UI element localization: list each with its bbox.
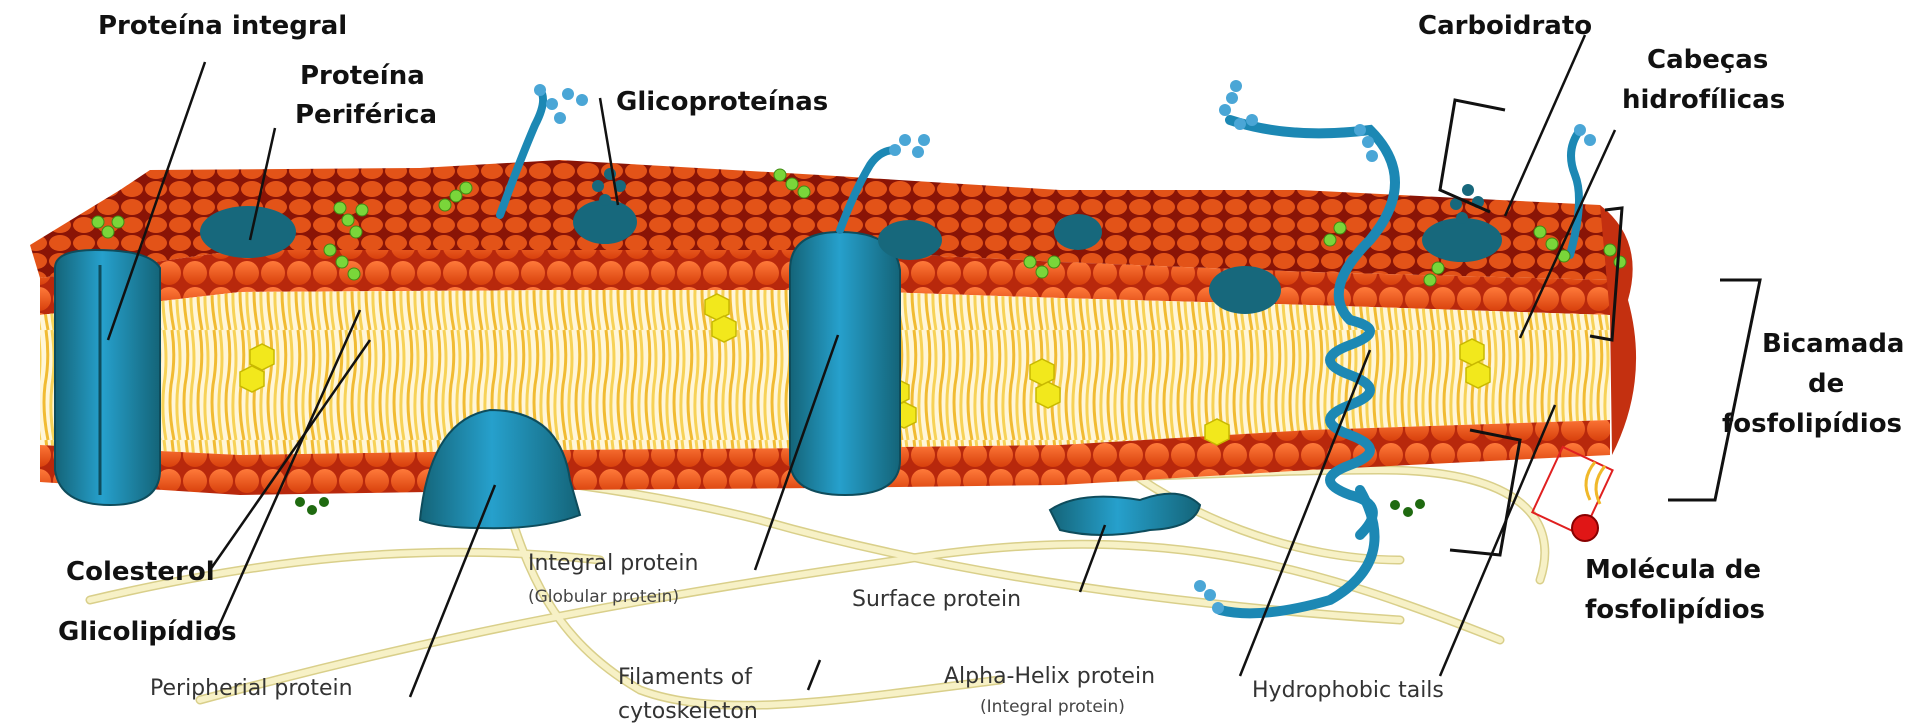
label-molecula-line1: Molécula de: [1585, 555, 1761, 585]
label-surface-protein: Surface protein: [852, 587, 1021, 612]
label-integral-protein: Integral protein: [528, 551, 698, 576]
label-peripherial-protein: Peripherial protein: [150, 676, 353, 701]
label-bicamada-line3: fosfolipídios: [1722, 409, 1902, 439]
label-hydrophobic-tails: Hydrophobic tails: [1252, 678, 1444, 703]
label-bicamada-line1: Bicamada: [1762, 329, 1904, 359]
label-cabecas-line2: hidrofílicas: [1622, 85, 1785, 115]
label-molecula-line2: fosfolipídios: [1585, 595, 1765, 625]
carbohydrate-protein-base: [1422, 218, 1502, 262]
label-carboidrato: Carboidrato: [1418, 11, 1592, 41]
label-glicoproteinas: Glicoproteínas: [616, 87, 828, 117]
label-filaments-line2: cytoskeleton: [618, 699, 758, 724]
glycoprotein-body: [573, 200, 637, 244]
label-cabecas-line1: Cabeças: [1647, 45, 1768, 75]
label-alpha-helix-protein: Alpha-Helix protein: [944, 664, 1155, 689]
phospholipid-head: [1572, 515, 1598, 541]
peripheral-protein-top-left: [200, 206, 296, 258]
label-proteina-periferica-line1: Proteína: [300, 61, 425, 91]
protein-right-top: [1209, 266, 1281, 314]
label-colesterol: Colesterol: [66, 557, 215, 587]
protein-top-surface-blob: [1054, 214, 1102, 250]
label-filaments-line1: Filaments of: [618, 665, 753, 690]
globular-integral-protein: [790, 232, 900, 495]
label-bicamada-line2: de: [1808, 369, 1844, 399]
protein-mid-top: [878, 220, 942, 260]
label-glicolipidios: Glicolipídios: [58, 617, 237, 647]
integral-protein-left: [55, 250, 160, 505]
label-alpha-helix-sub: (Integral protein): [980, 697, 1125, 717]
label-globular-protein: (Globular protein): [528, 587, 679, 607]
surface-protein: [1050, 494, 1200, 535]
label-proteina-integral: Proteína integral: [98, 11, 347, 41]
label-proteina-periferica-line2: Periférica: [295, 100, 437, 130]
